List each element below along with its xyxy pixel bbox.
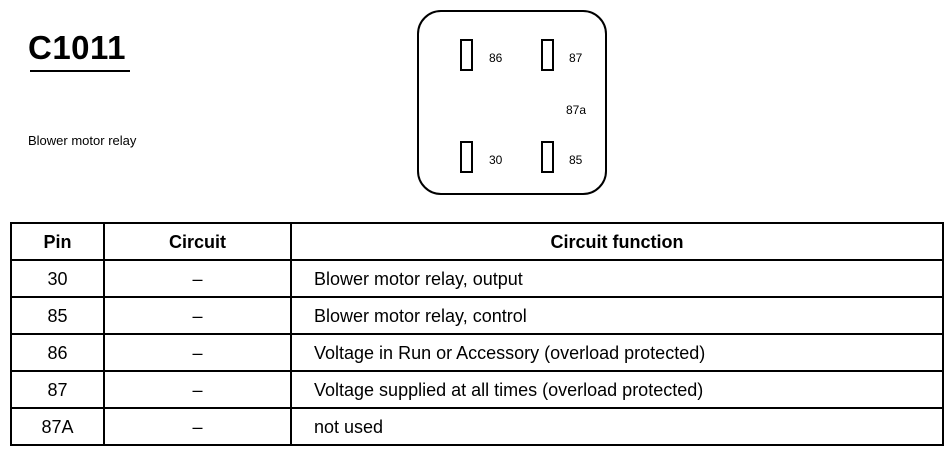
pin-label-30: 30 (489, 153, 503, 167)
title-underline (30, 70, 130, 72)
pin-label-85: 85 (569, 153, 583, 167)
circuit-cell: – (103, 333, 292, 372)
pin-cell: 30 (10, 259, 105, 298)
cavity-86 (460, 39, 473, 71)
pin-label-87a: 87a (566, 103, 587, 117)
table-row: 86 – Voltage in Run or Accessory (overlo… (10, 333, 944, 372)
function-cell: Blower motor relay, control (290, 296, 944, 335)
cavity-87 (541, 39, 554, 71)
table-row: 30 – Blower motor relay, output (10, 259, 944, 298)
circuit-cell: – (103, 296, 292, 335)
header-circuit: Circuit (103, 222, 292, 261)
function-cell: Voltage supplied at all times (overload … (290, 370, 944, 409)
table-row: 87 – Voltage supplied at all times (over… (10, 370, 944, 409)
circuit-cell: – (103, 407, 292, 446)
circuit-cell: – (103, 259, 292, 298)
header-function: Circuit function (290, 222, 944, 261)
pin-cell: 87A (10, 407, 105, 446)
pin-label-87: 87 (569, 51, 583, 65)
connector-description: Blower motor relay (28, 133, 137, 148)
table-header-row: Pin Circuit Circuit function (10, 222, 944, 261)
table-row: 85 – Blower motor relay, control (10, 296, 944, 335)
pin-cell: 87 (10, 370, 105, 409)
pin-label-86: 86 (489, 51, 503, 65)
cavity-30 (460, 141, 473, 173)
circuit-cell: – (103, 370, 292, 409)
pin-cell: 86 (10, 333, 105, 372)
connector-id: C1011 (28, 29, 126, 66)
function-cell: Voltage in Run or Accessory (overload pr… (290, 333, 944, 372)
header-pin: Pin (10, 222, 105, 261)
cavity-85 (541, 141, 554, 173)
pin-cell: 85 (10, 296, 105, 335)
function-cell: Blower motor relay, output (290, 259, 944, 298)
function-cell: not used (290, 407, 944, 446)
table-row: 87A – not used (10, 407, 944, 446)
connector-face: 86 87 87a 30 85 (417, 10, 607, 195)
pin-table: Pin Circuit Circuit function 30 – Blower… (10, 222, 944, 446)
